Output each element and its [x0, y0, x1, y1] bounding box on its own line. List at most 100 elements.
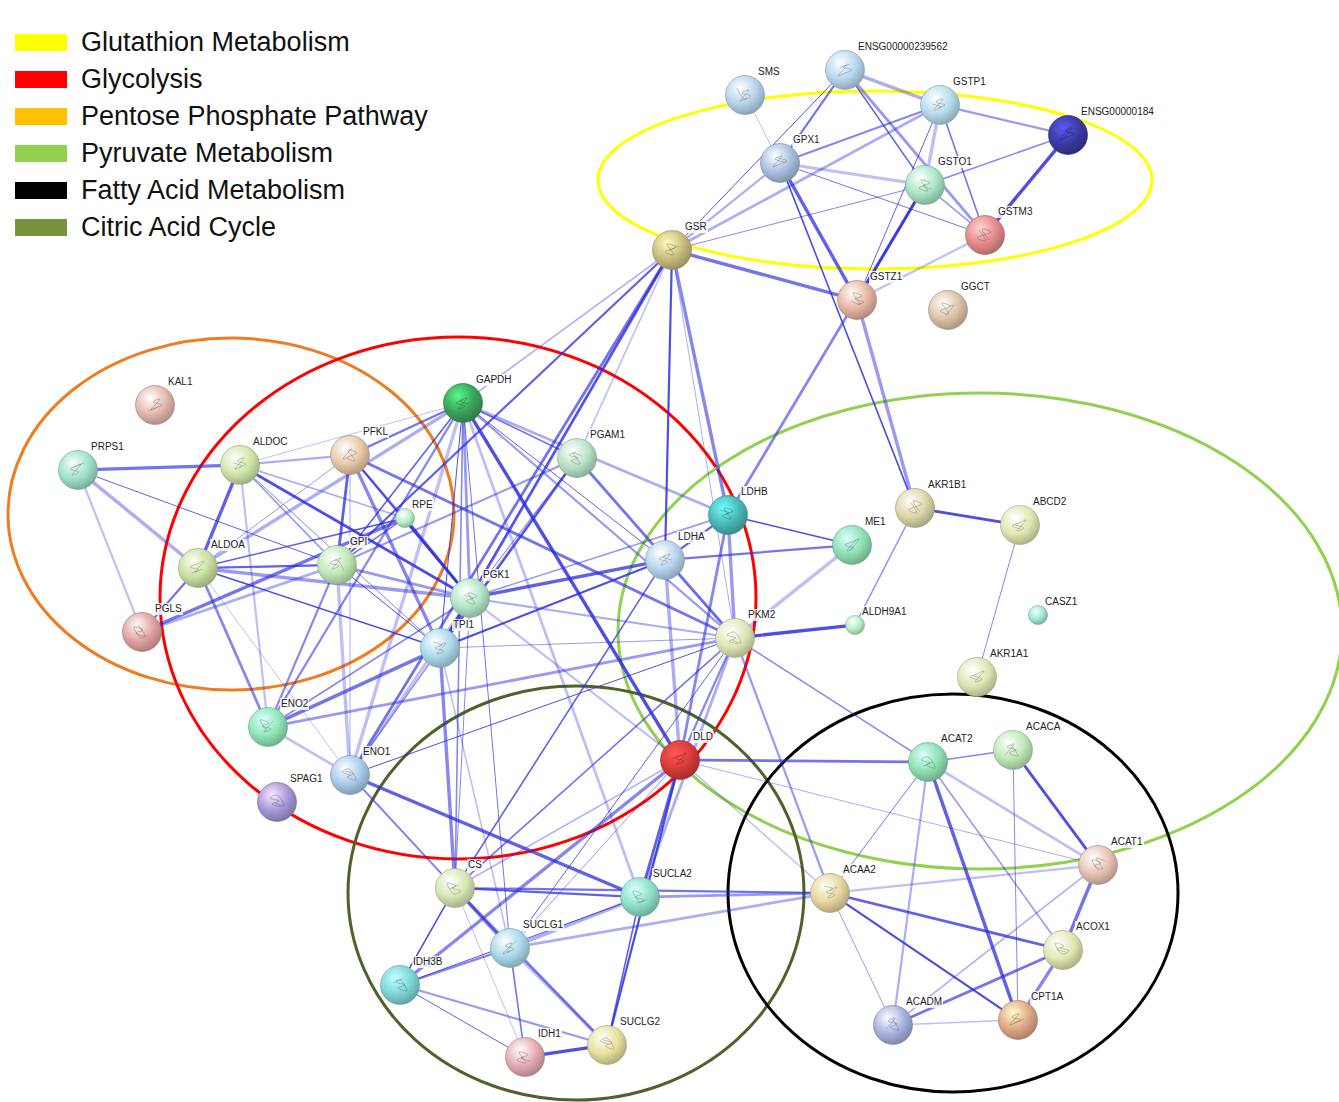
interaction-line [523, 775, 666, 933]
protein-label: LDHA [677, 531, 706, 543]
structure-sketch [737, 88, 751, 101]
protein-node: PRPS1 [58, 450, 98, 490]
protein-sphere [957, 657, 997, 697]
interaction-line [611, 917, 635, 1026]
protein-label: ACAT1 [1110, 836, 1144, 848]
protein-sphere [443, 383, 483, 423]
protein-sphere [905, 165, 945, 205]
sphere [811, 874, 850, 913]
interaction-line [489, 521, 709, 592]
structure-sketch [1010, 1014, 1024, 1025]
protein-node: ENSG00000239562 [825, 50, 865, 90]
sphere [716, 619, 755, 658]
interaction-line [850, 867, 1078, 891]
interaction-line [490, 564, 646, 594]
legend-row: Glycolysis [15, 61, 428, 98]
protein-label: SMS [757, 66, 781, 78]
protein-label: ACOX1 [1075, 921, 1111, 933]
sphere [491, 929, 530, 968]
protein-node: LDHB [708, 495, 748, 535]
protein-node: IDH3B [380, 965, 420, 1005]
legend-swatch [15, 145, 67, 162]
interaction-line [356, 570, 450, 593]
interaction-line [360, 267, 661, 758]
structure-sketch [919, 180, 932, 191]
protein-sphere [178, 548, 218, 588]
protein-node: GPI [317, 545, 357, 585]
protein-sphere [587, 1025, 627, 1065]
protein-label: CS [467, 859, 483, 871]
protein-node: TPI1 [420, 628, 460, 668]
sphere [929, 291, 968, 330]
interaction-line [948, 753, 993, 759]
interaction-line [691, 190, 905, 245]
sphere [331, 756, 370, 795]
sphere [621, 878, 660, 917]
protein-label: ENO1 [362, 746, 391, 758]
protein-label: PKM2 [747, 609, 776, 621]
sphere [999, 1001, 1038, 1040]
sphere [588, 1026, 627, 1065]
protein-label: PGAM1 [589, 429, 626, 441]
legend-text: Fatty Acid Metabolism [81, 175, 345, 206]
protein-label: DLD [692, 731, 714, 743]
structure-sketch [1092, 858, 1105, 871]
structure-sketch [970, 671, 984, 682]
sphere [874, 1006, 913, 1045]
legend-text: Pentose Phosphate Pathway [81, 101, 428, 132]
protein-sphere [1048, 115, 1088, 155]
structure-sketch [70, 463, 84, 475]
protein-node: CASZ1 [1028, 605, 1048, 625]
structure-sketch [270, 795, 284, 807]
structure-sketch [447, 883, 461, 894]
protein-sphere [652, 230, 692, 270]
structure-sketch [845, 539, 859, 551]
interaction-line [338, 585, 349, 755]
legend-row: Glutathion Metabolism [15, 24, 428, 61]
protein-sphere [317, 545, 357, 585]
protein-label: SUCLG2 [619, 1016, 661, 1028]
protein-node: RPE [395, 508, 415, 528]
protein-sphere [420, 628, 460, 668]
structure-sketch [672, 753, 686, 764]
protein-sphere [708, 495, 748, 535]
sphere [1001, 506, 1040, 545]
structure-sketch [932, 99, 945, 110]
interaction-line [353, 578, 425, 636]
protein-sphere [825, 50, 865, 90]
sphere [249, 708, 288, 747]
interaction-line [862, 319, 909, 488]
protein-sphere [122, 612, 162, 652]
protein-sphere [1028, 605, 1048, 625]
protein-node: SPAG1 [257, 782, 297, 822]
structure-sketch [456, 398, 469, 409]
interaction-line [419, 904, 621, 978]
protein-label: PGLS [154, 603, 183, 615]
protein-label: ALDOC [252, 436, 288, 448]
interaction-line [362, 474, 566, 758]
protein-sphere [395, 508, 415, 528]
protein-sphere [645, 540, 685, 580]
protein-label: GSTP1 [952, 76, 987, 88]
protein-node: GSTZ1 [837, 280, 877, 320]
interaction-line [791, 86, 833, 146]
protein-label: IDH1 [537, 1028, 562, 1040]
interaction-line [460, 639, 715, 648]
interaction-line [285, 737, 332, 765]
structure-sketch [659, 554, 672, 565]
interaction-line [545, 1048, 587, 1054]
protein-sphere [908, 742, 948, 782]
interaction-line [678, 575, 721, 623]
interaction-line [206, 586, 260, 708]
protein-sphere [135, 385, 175, 425]
structure-sketch [727, 632, 741, 644]
structure-sketch [720, 508, 733, 519]
protein-label: PRPS1 [90, 441, 125, 453]
interaction-line [363, 470, 457, 582]
interaction-line [355, 466, 558, 557]
protein-node: ALDOA [178, 548, 218, 588]
protein-label: ACAA2 [842, 864, 877, 876]
sphere [921, 86, 960, 125]
protein-node: CS [435, 868, 475, 908]
protein-sphere [257, 782, 297, 822]
